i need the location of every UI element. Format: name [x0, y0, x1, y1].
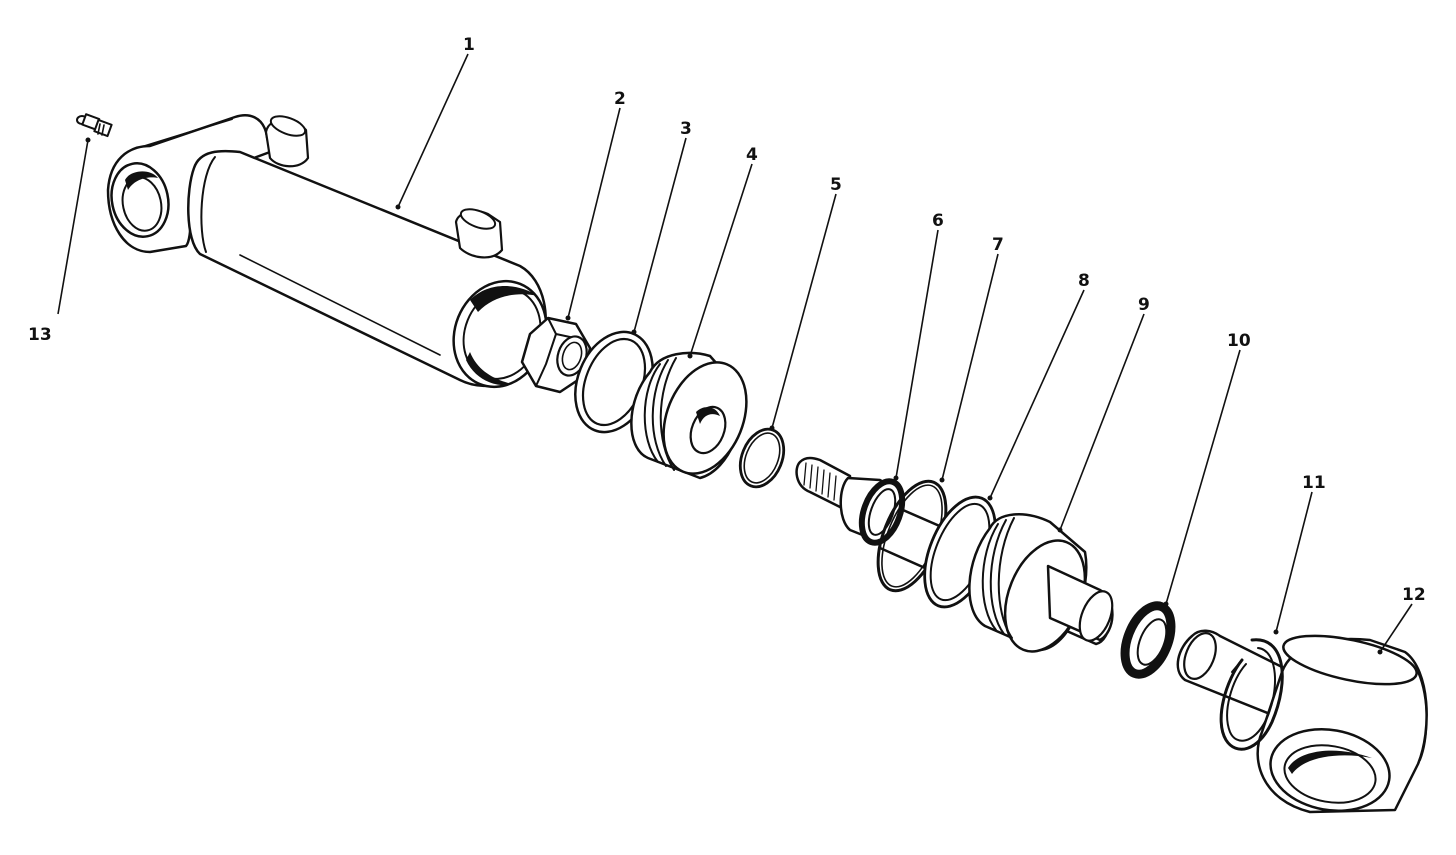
leader-1 [397, 53, 469, 208]
leader-5 [771, 193, 837, 429]
callout-2: 2 [614, 89, 626, 109]
callout-10: 10 [1227, 331, 1251, 351]
leader-dot-9 [1057, 527, 1063, 533]
leader-8 [989, 289, 1085, 499]
leader-11 [1275, 491, 1313, 633]
leader-9 [1059, 313, 1145, 531]
leader-3 [633, 137, 687, 333]
callout-leaders [57, 53, 1413, 655]
callout-6: 6 [932, 211, 944, 231]
callout-labels: 1 2 3 4 5 6 7 8 9 10 11 12 13 [28, 35, 1426, 605]
callout-11: 11 [1302, 473, 1326, 493]
leader-2 [567, 107, 621, 319]
callout-7: 7 [992, 235, 1004, 255]
callout-13: 13 [28, 325, 52, 345]
leader-dot-4 [687, 353, 693, 359]
o-ring-small [738, 427, 786, 489]
callout-8: 8 [1078, 271, 1090, 291]
gland [968, 513, 1114, 653]
leader-12 [1379, 603, 1413, 653]
callout-3: 3 [680, 119, 692, 139]
rod-seal [858, 478, 906, 546]
grease-fitting [76, 113, 113, 138]
callout-1: 1 [463, 35, 475, 55]
leader-dot-13 [85, 137, 91, 143]
leader-dot-8 [987, 495, 993, 501]
retaining-ring [1219, 638, 1284, 751]
callout-9: 9 [1138, 295, 1150, 315]
leader-7 [941, 253, 999, 481]
leader-dot-2 [565, 315, 571, 321]
cylinder-barrel [106, 114, 548, 389]
callout-4: 4 [746, 145, 758, 165]
leader-dot-11 [1273, 629, 1279, 635]
leader-13 [57, 139, 89, 315]
leader-dot-6 [893, 475, 899, 481]
leader-dot-1 [395, 204, 401, 210]
wiper-seal [1120, 601, 1176, 679]
rod-end-clevis [1176, 629, 1428, 814]
leader-dot-5 [769, 425, 775, 431]
leader-dot-3 [631, 329, 637, 335]
piston [630, 351, 748, 480]
leader-10 [1165, 349, 1241, 605]
callout-5: 5 [830, 175, 842, 195]
leader-6 [895, 229, 939, 479]
callout-12: 12 [1402, 585, 1426, 605]
leader-dot-10 [1163, 601, 1169, 607]
leader-dot-12 [1377, 649, 1383, 655]
hex-nut [520, 316, 592, 394]
leader-dot-7 [939, 477, 945, 483]
leader-4 [689, 163, 753, 357]
